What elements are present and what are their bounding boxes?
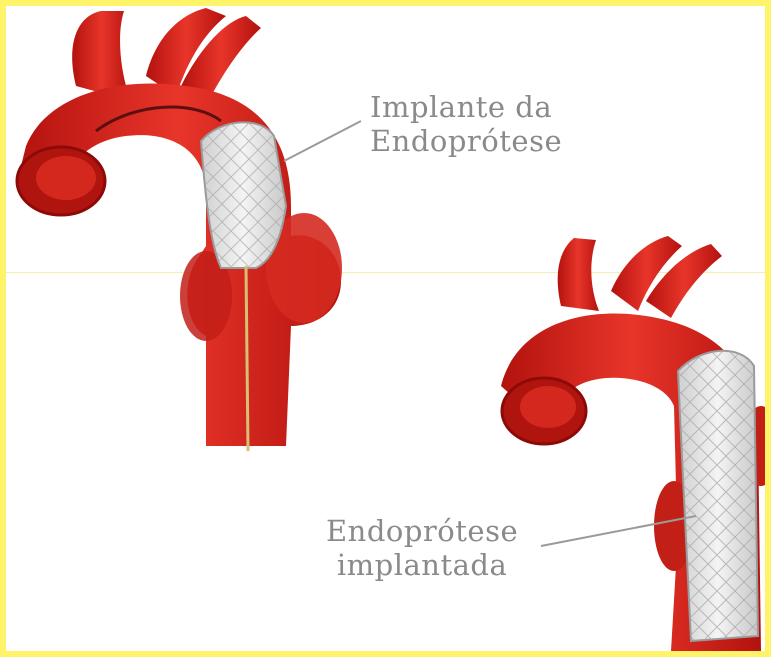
aorta-left: [16, 8, 361, 451]
label-endoprotese-implantada: Endoprótese implantada: [326, 514, 518, 582]
label-line: implantada: [326, 548, 518, 582]
guidewire: [246, 266, 248, 451]
vessel-opening-inner: [520, 386, 576, 428]
label-implante-da-endoprotese: Implante da Endoprótese: [370, 90, 562, 158]
vessel-opening-inner: [36, 156, 96, 200]
label-line: Implante da: [370, 90, 562, 124]
label-line: Endoprótese: [370, 124, 562, 158]
stent-mesh: [678, 351, 758, 641]
label-leader: [284, 121, 361, 161]
branch-vessel: [558, 238, 599, 311]
label-line: Endoprótese: [326, 514, 518, 548]
aorta-right: [501, 236, 765, 651]
